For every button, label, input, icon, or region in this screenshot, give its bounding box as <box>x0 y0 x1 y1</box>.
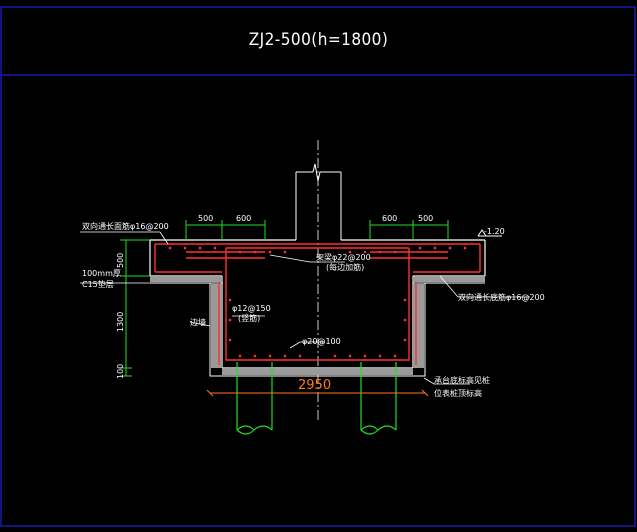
elevation-marker <box>477 229 502 237</box>
width-dimension-label: 2950 <box>298 378 331 393</box>
side-wall-and-cushion <box>150 282 485 377</box>
height-dimension-lines <box>120 239 150 377</box>
cushion-hatch <box>150 277 485 375</box>
top-dim-right-2: 500 <box>418 214 433 223</box>
top-dim-right-1: 600 <box>382 214 397 223</box>
side-rebar-label-1: φ12@150 <box>232 304 271 313</box>
pile-left <box>236 362 273 435</box>
pile-right <box>360 362 397 435</box>
stirrup-note-1: 架梁φ22@200 <box>316 253 371 262</box>
top-dim-left-2: 600 <box>236 214 251 223</box>
pile-cap-outline <box>149 239 486 369</box>
pile-note-1: 承台底标高见桩 <box>434 375 490 385</box>
side-rebar-label-2: (竖筋) <box>238 313 260 323</box>
stirrup-note-2: (每边加筋) <box>326 262 364 272</box>
top-dim-left-1: 500 <box>198 214 213 223</box>
height-dim-mid: 1300 <box>116 312 125 332</box>
cushion-note-1: 100mm厚 <box>82 269 121 278</box>
cushion-note-2: C15垫层 <box>82 279 114 289</box>
frame-border <box>0 6 636 527</box>
rebar-cage <box>154 243 481 365</box>
drawing-title: ZJ2-500(h=1800) <box>248 30 389 50</box>
column-stub <box>295 163 342 240</box>
top-rebar-left-label: 双向通长面筋φ16@200 <box>82 221 169 231</box>
top-dimension-lines <box>185 220 449 240</box>
side-wall-label: 边墙 <box>190 317 206 327</box>
height-dim-bottom: 100 <box>116 364 125 379</box>
elevation-label: -1.20 <box>484 227 505 236</box>
bottom-rebar-right-label: 双向通长底筋φ16@200 <box>458 292 545 302</box>
height-dim-top: 500 <box>116 253 125 268</box>
leader-lines <box>80 231 530 385</box>
rebar-dots <box>168 246 467 358</box>
width-dimension-line <box>206 389 429 397</box>
pile-note-2: 位表桩顶标高 <box>434 388 482 398</box>
bottom-bar-label: φ20@100 <box>302 337 341 346</box>
